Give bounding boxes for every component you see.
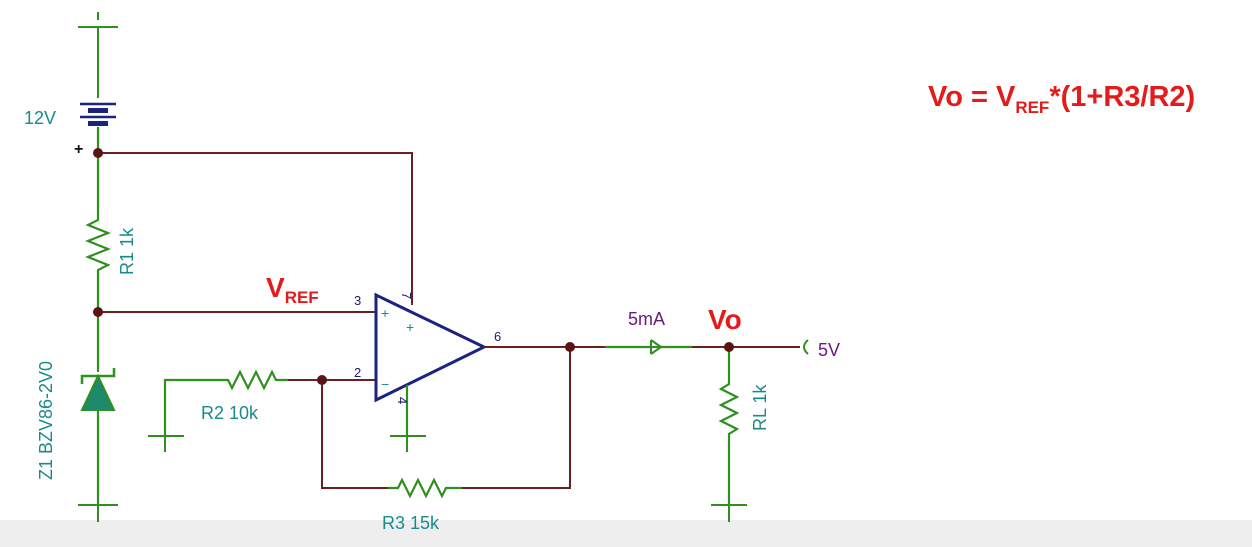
pin-2-label: 2 (354, 365, 361, 380)
top-ground-symbol (78, 12, 118, 98)
rl-ground-symbol (711, 504, 747, 522)
resistor-rl (718, 347, 740, 505)
inverting-sign: − (381, 376, 389, 392)
resistor-r2 (163, 369, 322, 436)
r2-ground-symbol (148, 435, 184, 452)
supply-rail-wire (98, 152, 413, 305)
vplus-sign: + (406, 319, 414, 335)
junction-vo (724, 342, 734, 352)
zener-ground-symbol (78, 504, 118, 522)
battery-polarity: + (74, 141, 83, 158)
vo-label: Vo (708, 304, 742, 335)
battery-12v (80, 102, 116, 153)
feedback-wire-left (321, 380, 388, 489)
r1-label: R1 1k (117, 227, 137, 275)
bottom-band (0, 520, 1252, 547)
ammeter-probe (605, 339, 692, 355)
resistor-r1 (85, 153, 111, 312)
battery-label: 12V (24, 108, 56, 128)
noninverting-sign: + (381, 305, 389, 321)
current-label: 5mA (628, 309, 665, 329)
pin-7-label: 7 (399, 292, 414, 299)
output-voltage-label: 5V (818, 340, 840, 360)
pin-4-label: 4 (395, 397, 410, 404)
r3-label: R3 15k (382, 513, 440, 533)
pin-6-label: 6 (494, 329, 501, 344)
junction-vref (93, 307, 103, 317)
output-terminal (803, 339, 809, 355)
opamp-triangle (374, 292, 488, 403)
r2-label: R2 10k (201, 403, 259, 423)
vref-label: VREF (266, 272, 319, 307)
junction-supply (93, 148, 103, 158)
opamp-ground-symbol (390, 435, 426, 452)
junction-inverting (317, 375, 327, 385)
rl-label: RL 1k (750, 384, 770, 431)
resistor-r3 (388, 477, 462, 499)
zener-diode-z1 (80, 312, 116, 505)
junction-output (565, 342, 575, 352)
feedback-wire-right (462, 347, 571, 489)
gain-equation: Vo = VREF*(1+R3/R2) (928, 81, 1195, 117)
pin-3-label: 3 (354, 293, 361, 308)
zener-label: Z1 BZV86-2V0 (36, 361, 56, 480)
